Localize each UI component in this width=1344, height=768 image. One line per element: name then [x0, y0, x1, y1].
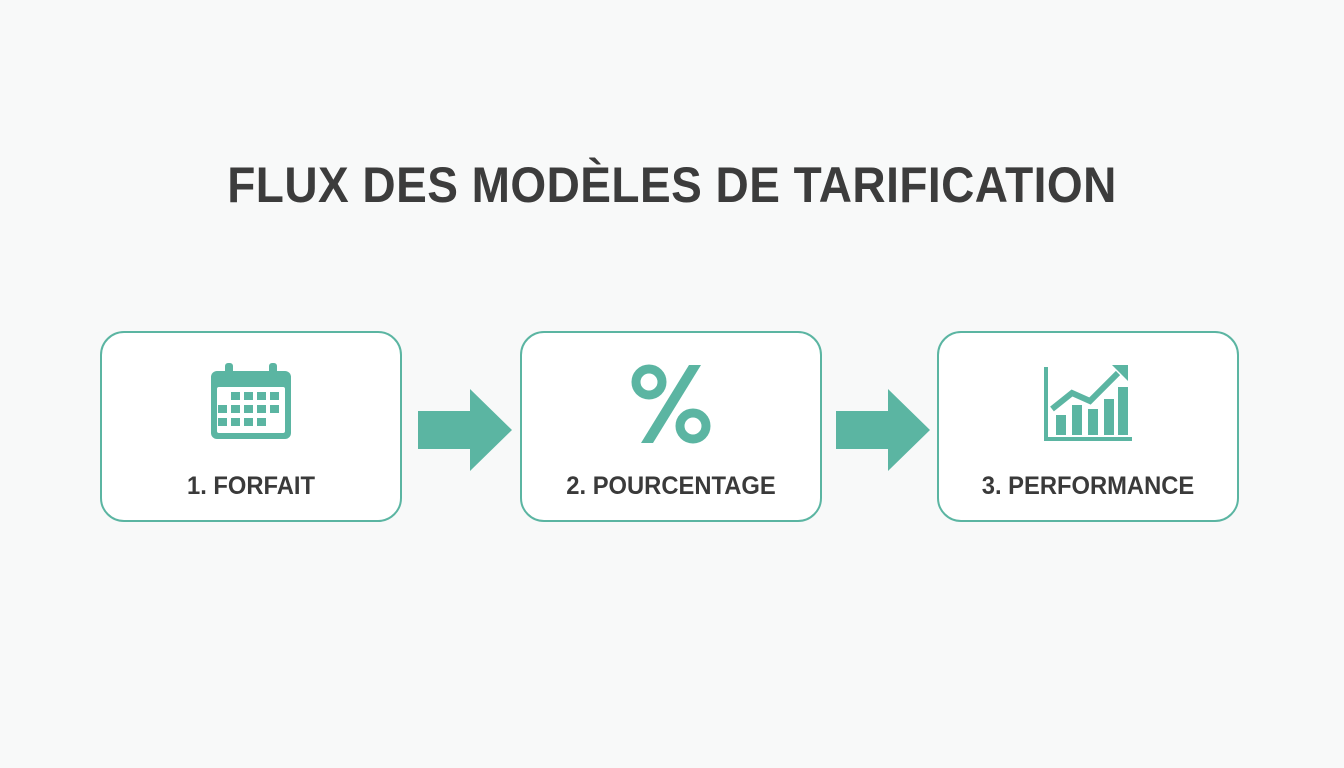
step-label: 3. PERFORMANCE: [981, 472, 1195, 500]
step-card-pourcentage: 2. POURCENTAGE: [520, 331, 822, 522]
arrow-right-icon: [836, 389, 930, 471]
percent-icon: [629, 363, 713, 450]
step-card-performance: 3. PERFORMANCE: [937, 331, 1239, 522]
calendar-icon: [209, 363, 293, 446]
step-label: 2. POURCENTAGE: [566, 472, 776, 500]
step-label: 1. FORFAIT: [186, 472, 315, 500]
diagram-title: FLUX DES MODÈLES DE TARIFICATION: [227, 157, 1117, 213]
step-card-forfait: 1. FORFAIT: [100, 331, 402, 522]
arrow-right-icon: [418, 389, 512, 471]
bar-chart-growth-icon: [1042, 363, 1134, 448]
